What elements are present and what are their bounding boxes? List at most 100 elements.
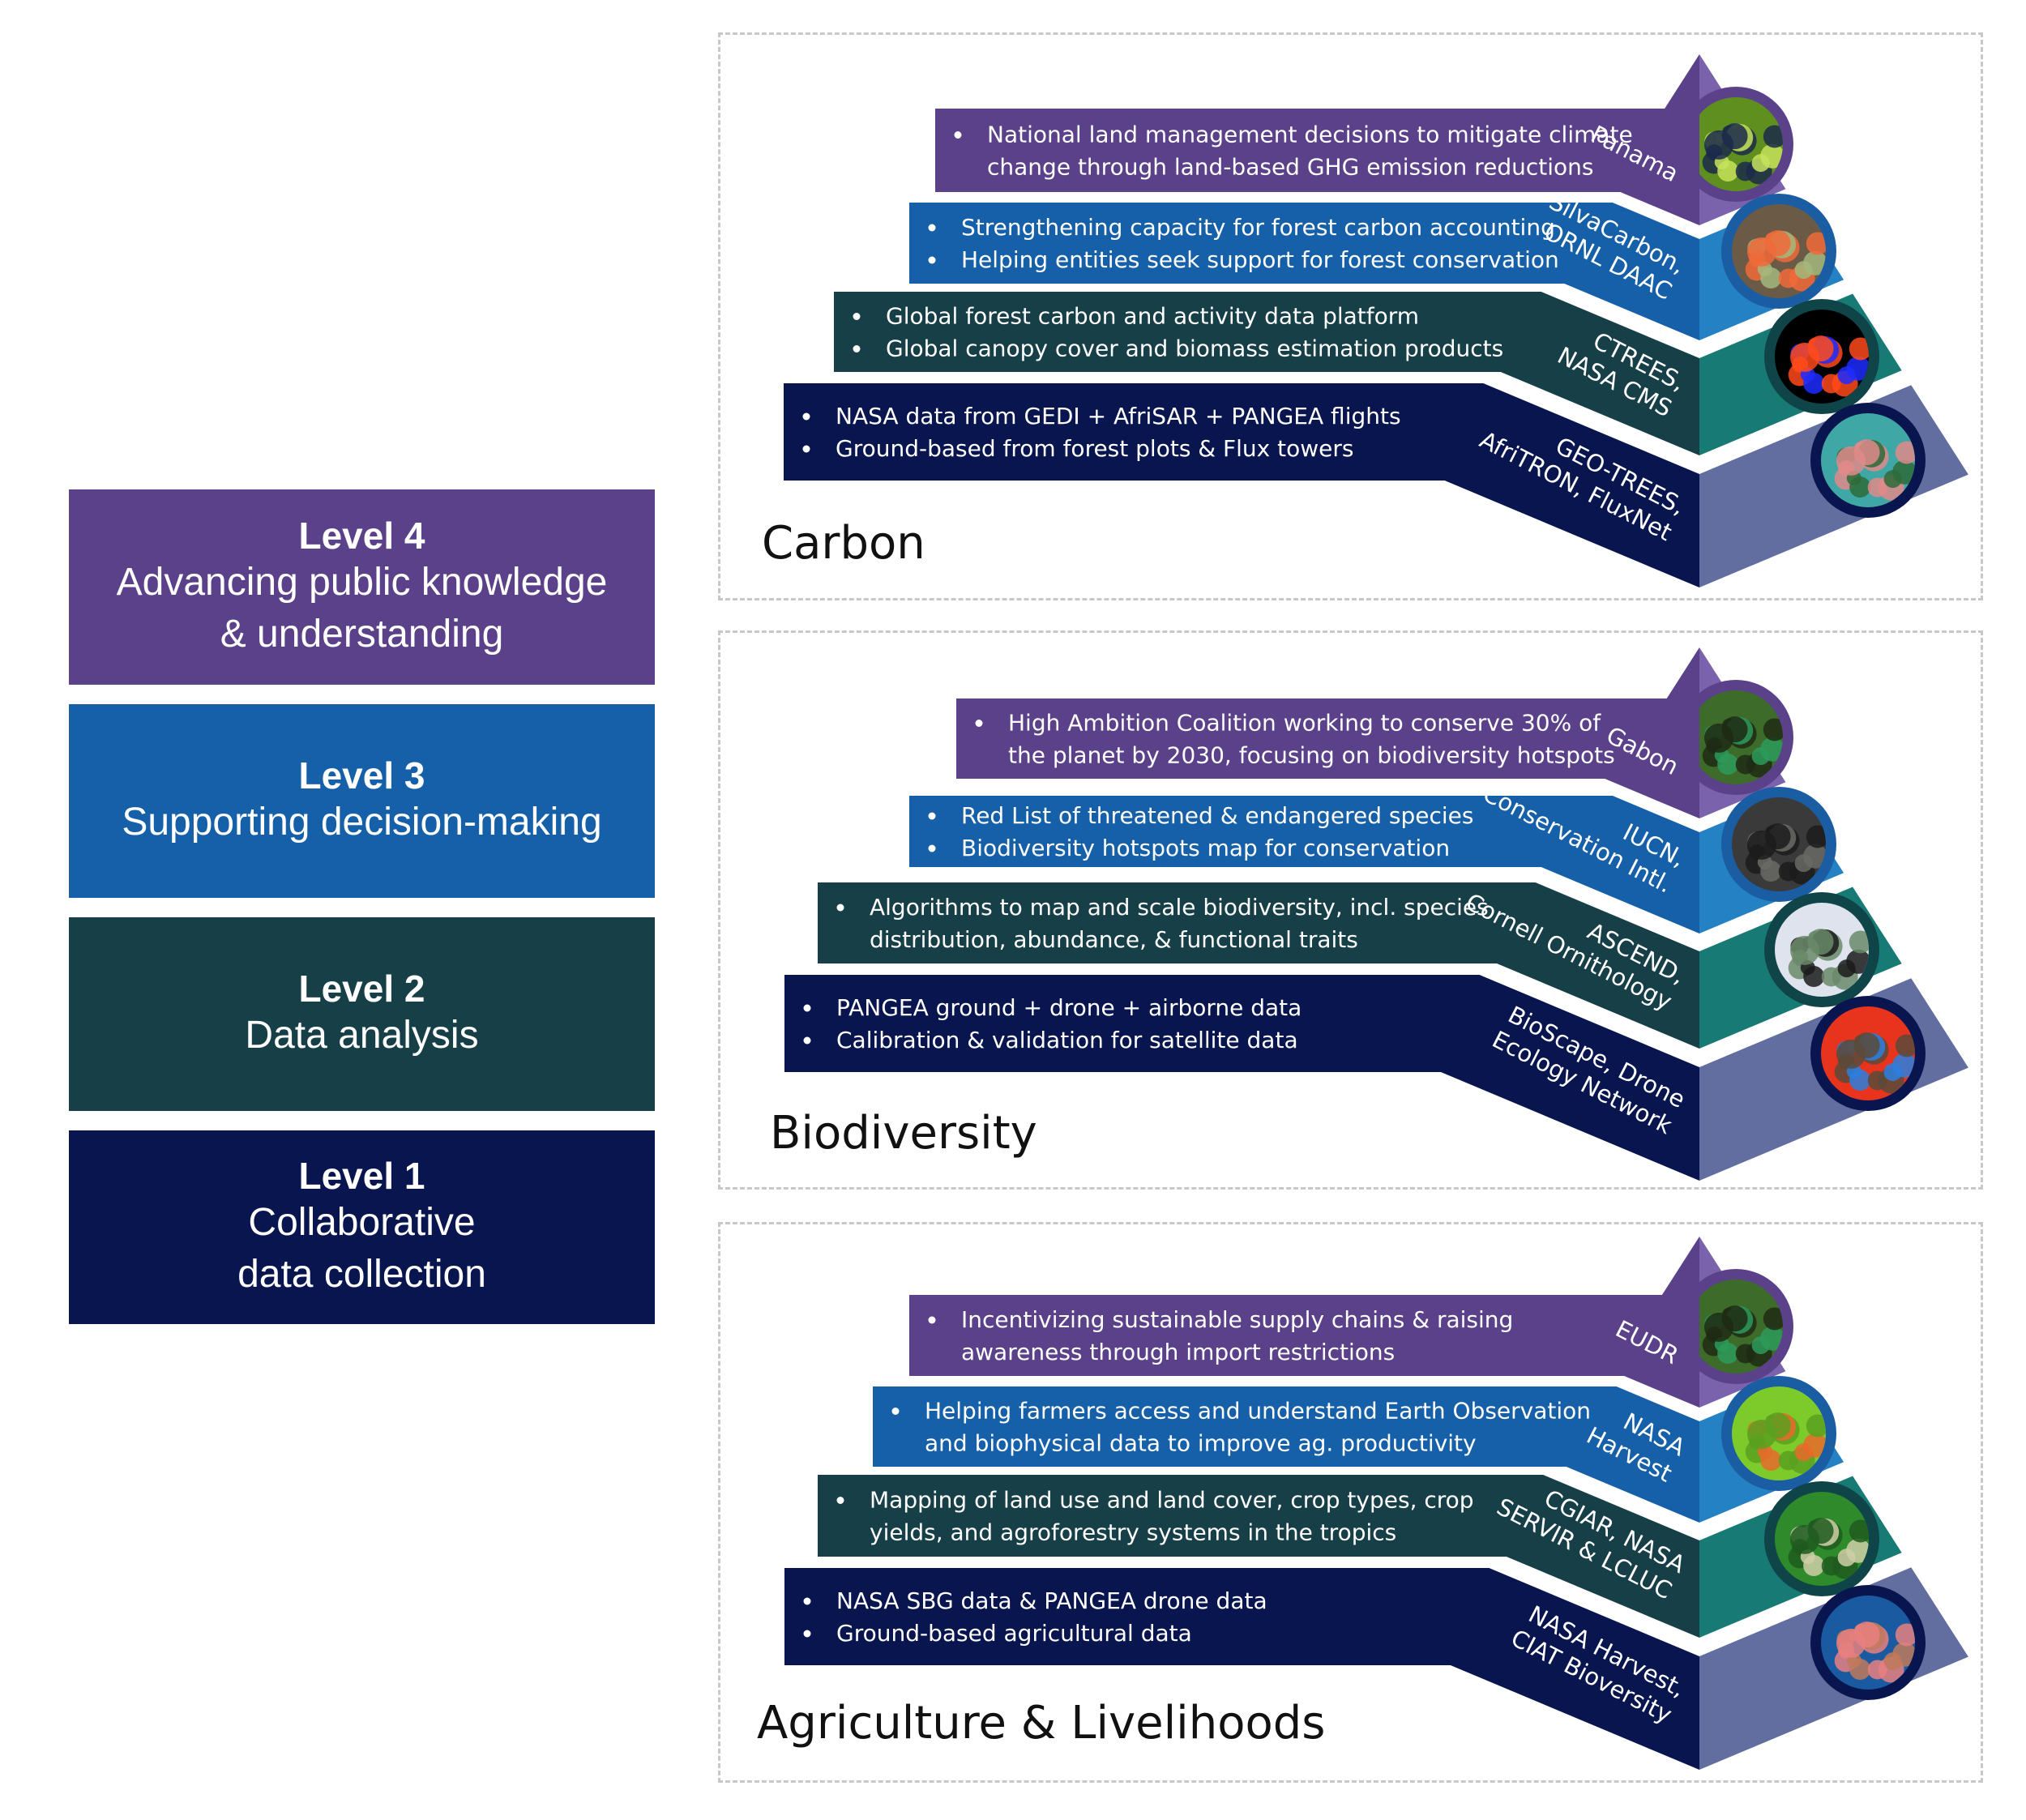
level-3-description: Supporting decision-making bbox=[122, 800, 602, 844]
bullet-text: and biophysical data to improve ag. prod… bbox=[925, 1430, 1477, 1457]
bullet-icon bbox=[928, 256, 936, 264]
bullet-text: change through land-based GHG emission r… bbox=[987, 154, 1593, 181]
bullet-text: Biodiversity hotspots map for conservati… bbox=[961, 835, 1450, 861]
bullet-text: NASA data from GEDI + AfriSAR + PANGEA f… bbox=[836, 403, 1401, 429]
bullet-text: awareness through import restrictions bbox=[961, 1339, 1395, 1365]
carbon-section-title: Carbon bbox=[762, 517, 925, 570]
layer-image-tree-seedlings-photo bbox=[1678, 87, 1793, 202]
level-1-front-face bbox=[784, 975, 1699, 1181]
bullet-icon bbox=[803, 1036, 811, 1045]
spectral-data-image-icon bbox=[1821, 1006, 1915, 1100]
person-in-forest-photo-icon bbox=[1689, 1280, 1783, 1374]
crop-field-false-color-image-icon bbox=[1732, 1386, 1826, 1480]
level-4-band: High Ambition Coalition working to conse… bbox=[956, 647, 1699, 818]
level-3-front-face bbox=[909, 203, 1699, 340]
layer-image-person-in-forest-photo bbox=[1678, 1269, 1793, 1384]
bullet-icon bbox=[928, 812, 936, 820]
biodiversity-section-title: Biodiversity bbox=[770, 1107, 1037, 1160]
agriculture-section-title: Agriculture & Livelihoods bbox=[757, 1697, 1326, 1750]
bullet-text: Strengthening capacity for forest carbon… bbox=[961, 214, 1555, 241]
level-4-description: Advancing public knowledge & understandi… bbox=[116, 560, 608, 656]
pyramid-front-bands: High Ambition Coalition working to conse… bbox=[784, 647, 1699, 1181]
bullet-text: Global canopy cover and biomass estimati… bbox=[886, 335, 1503, 362]
layer-images bbox=[1678, 680, 1926, 1111]
bullet-icon bbox=[853, 313, 861, 320]
level-2-front-face bbox=[834, 292, 1699, 455]
tree-seedlings-photo-icon bbox=[1689, 97, 1783, 191]
bullet-text: Red List of threatened & endangered spec… bbox=[961, 802, 1473, 829]
layer-image-satellite-over-earth-image bbox=[1810, 1585, 1926, 1700]
bullet-text: Calibration & validation for satellite d… bbox=[836, 1027, 1298, 1053]
bullet-icon bbox=[853, 345, 861, 352]
satellite-over-earth-image-icon bbox=[1821, 1596, 1915, 1690]
bullet-icon bbox=[836, 1497, 844, 1504]
level-4-box: Level 4 Advancing public knowledge & und… bbox=[69, 489, 655, 685]
layer-image-drone-lidar-illustration bbox=[1764, 892, 1879, 1007]
layer-image-person-in-forest-photo bbox=[1678, 680, 1793, 795]
level-1-band: PANGEA ground + drone + airborne dataCal… bbox=[784, 975, 1699, 1181]
bullet-icon bbox=[802, 445, 810, 453]
bullet-icon bbox=[954, 131, 962, 139]
agriculture-section-frame bbox=[718, 1222, 1983, 1783]
bullet-text: the planet by 2030, focusing on biodiver… bbox=[1008, 742, 1615, 769]
bullet-icon bbox=[803, 1004, 811, 1012]
layer-image-crop-field-false-color-image bbox=[1721, 1376, 1836, 1491]
bullet-text: National land management decisions to mi… bbox=[987, 122, 1633, 148]
level-2-front-face bbox=[818, 882, 1699, 1049]
pyramid-agriculture-livelihoods: Incentivizing sustainable supply chains … bbox=[784, 1237, 1968, 1770]
level-2-band: Mapping of land use and land cover, crop… bbox=[818, 1475, 1699, 1638]
bullet-text: Algorithms to map and scale biodiversity… bbox=[870, 894, 1489, 921]
person-in-forest-photo-icon bbox=[1689, 690, 1783, 784]
level-2-description: Data analysis bbox=[245, 1013, 479, 1057]
level-1-band: NASA data from GEDI + AfriSAR + PANGEA f… bbox=[784, 383, 1699, 587]
level-3-title: Level 3 bbox=[298, 754, 425, 797]
biodiversity-section-frame bbox=[718, 630, 1983, 1190]
level-3-front-face bbox=[873, 1386, 1699, 1523]
level-4-front-face bbox=[956, 647, 1699, 818]
bullet-text: Ground-based from forest plots & Flux to… bbox=[836, 435, 1353, 462]
bullet-icon bbox=[803, 1597, 811, 1605]
bullet-icon bbox=[928, 844, 936, 852]
level-2-front-face bbox=[818, 1475, 1699, 1638]
level-1-front-face bbox=[784, 383, 1699, 587]
bullet-icon bbox=[975, 720, 983, 727]
pyramid-carbon: National land management decisions to mi… bbox=[784, 54, 1968, 587]
level-3-box: Level 3 Supporting decision-making bbox=[69, 704, 655, 898]
level-1-description: Collaborative data collection bbox=[237, 1200, 486, 1296]
layer-images bbox=[1678, 1269, 1926, 1700]
field-worker-measuring-tree-photo-icon bbox=[1732, 204, 1826, 298]
layer-image-lidar-canopy-map bbox=[1764, 299, 1879, 414]
layer-image-spectral-data-image bbox=[1810, 996, 1926, 1111]
bullet-icon bbox=[928, 224, 936, 232]
bullet-text: Helping entities seek support for forest… bbox=[961, 246, 1559, 273]
level-3-band: Strengthening capacity for forest carbon… bbox=[909, 187, 1699, 340]
bullet-text: Helping farmers access and understand Ea… bbox=[925, 1398, 1591, 1425]
layer-image-tree-illustration bbox=[1810, 403, 1926, 518]
level-4-front-face bbox=[909, 1237, 1699, 1408]
bullet-text: Incentivizing sustainable supply chains … bbox=[961, 1306, 1513, 1333]
bullet-icon bbox=[803, 1630, 811, 1638]
drone-lidar-illustration-icon bbox=[1775, 903, 1869, 997]
level-3-front-face bbox=[909, 796, 1699, 933]
level-3-band: Red List of threatened & endangered spec… bbox=[909, 780, 1699, 933]
bullet-text: PANGEA ground + drone + airborne data bbox=[836, 994, 1302, 1021]
carbon-section-frame bbox=[718, 32, 1983, 600]
layer-image-aerial-farmland-image bbox=[1764, 1481, 1879, 1596]
pyramid-front-bands: Incentivizing sustainable supply chains … bbox=[784, 1237, 1699, 1770]
pyramid-front-bands: National land management decisions to mi… bbox=[784, 54, 1699, 587]
aerial-farmland-image-icon bbox=[1775, 1492, 1869, 1586]
bullet-icon bbox=[928, 1316, 936, 1324]
bullet-text: distribution, abundance, & functional tr… bbox=[870, 926, 1358, 953]
bullet-text: High Ambition Coalition working to conse… bbox=[1008, 710, 1601, 737]
bullet-icon bbox=[891, 1408, 900, 1415]
level-4-front-face bbox=[935, 54, 1699, 225]
level-2-box: Level 2 Data analysis bbox=[69, 917, 655, 1111]
bullet-text: Global forest carbon and activity data p… bbox=[886, 303, 1419, 330]
bullet-icon bbox=[836, 904, 844, 912]
level-4-band: Incentivizing sustainable supply chains … bbox=[909, 1237, 1699, 1408]
level-1-front-face bbox=[784, 1568, 1699, 1770]
level-4-title: Level 4 bbox=[298, 514, 425, 557]
bullet-text: Mapping of land use and land cover, crop… bbox=[870, 1487, 1474, 1514]
level-4-band: National land management decisions to mi… bbox=[935, 54, 1699, 225]
